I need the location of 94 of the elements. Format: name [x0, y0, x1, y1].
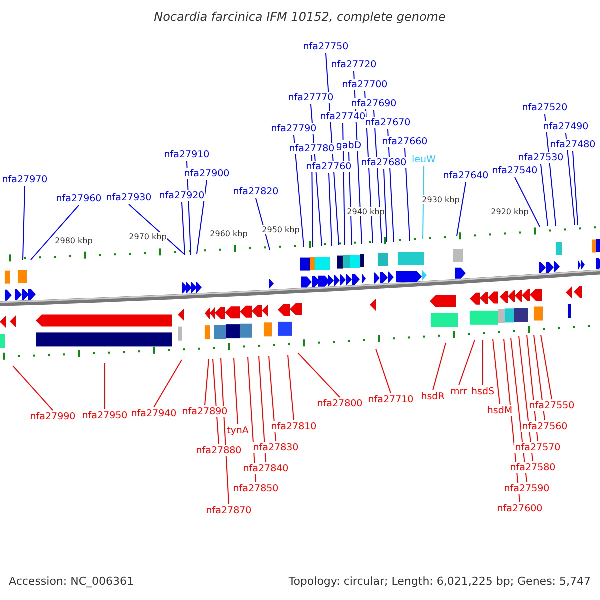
gene-label: tynA: [226, 426, 250, 436]
leader-line: [182, 202, 186, 256]
gene-label: nfa27940: [130, 408, 178, 420]
gene-label: nfa27710: [367, 394, 415, 406]
gene-label: nfa27480: [549, 140, 597, 150]
gene-label: nfa27760: [305, 162, 353, 172]
scale-label: 2940 kbp: [347, 208, 385, 216]
scale-label: 2980 kbp: [55, 236, 93, 246]
gene-label: nfa27970: [1, 174, 49, 186]
gene-label: nfa27570: [514, 442, 562, 454]
leader-line: [196, 180, 208, 254]
leader-line: [212, 358, 220, 445]
scale-label: 2930 kbp: [422, 196, 460, 204]
gene-label: nfa27590: [503, 484, 551, 494]
title: Nocardia farcinica IFM 10152, complete genome: [153, 10, 447, 24]
gene-label: hsdR: [420, 392, 446, 402]
gene-label: nfa27700: [341, 80, 389, 90]
leader-line: [220, 358, 230, 505]
gene-label: nfa27890: [181, 406, 229, 418]
gene-label: nfa27930: [105, 192, 153, 204]
gene-label: nfa27720: [330, 60, 378, 70]
leader-line: [154, 360, 182, 408]
leader-line: [572, 151, 578, 226]
leader-line: [432, 342, 446, 391]
gene-label: nfa27530: [517, 152, 565, 164]
gene-label: nfa27640: [442, 170, 490, 182]
footer-text: Topology: circular; Length: 6,021,225 bp; Genes: 5,747: [288, 575, 591, 588]
gene-label: nfa27540: [491, 166, 539, 176]
gene-label: nfa27660: [381, 136, 429, 148]
gene-label: nfa27770: [287, 92, 335, 104]
leader-line: [234, 358, 238, 425]
leader-line: [30, 205, 80, 260]
leader-line: [12, 366, 54, 411]
leader-line: [534, 334, 546, 421]
scale-label: 2970 kbp: [129, 232, 167, 242]
leader-line: [298, 352, 340, 398]
scale-label: 2920 kbp: [491, 208, 529, 216]
gene-label: nfa27490: [542, 122, 590, 132]
scale-label: 2950 kbp: [262, 226, 300, 234]
gene-label: mrr: [450, 386, 468, 398]
gene-label: nfa27550: [528, 400, 576, 412]
leader-line: [540, 164, 548, 226]
leader-line: [312, 155, 314, 248]
leader-line: [492, 338, 500, 405]
gene-label: leuW: [411, 154, 437, 166]
leader-line: [288, 354, 294, 421]
leader-line: [128, 204, 184, 254]
gene-label: hsdS: [470, 386, 496, 398]
leader-line: [456, 182, 466, 236]
leader-line: [482, 340, 484, 386]
leader-line: [540, 334, 552, 400]
gene-label: nfa27780: [288, 144, 336, 154]
gene-label: hsdM: [486, 406, 514, 416]
gene-label: nfa27870: [205, 506, 253, 516]
leader-line: [22, 186, 26, 260]
gene-label: nfa27820: [232, 186, 280, 198]
leader-line: [204, 358, 210, 406]
gene-label: nfa27810: [270, 422, 318, 432]
leader-line: [268, 356, 276, 442]
scale-label: 2960 kbp: [210, 230, 248, 238]
gene-label: nfa27560: [521, 422, 569, 432]
leader-line: [566, 133, 576, 226]
leader-line: [514, 177, 540, 228]
leader-line: [104, 362, 106, 410]
gene-label: nfa27690: [350, 98, 398, 110]
leader-line: [422, 166, 424, 240]
gene-label: nfa27600: [496, 504, 544, 514]
gene-label: nfa27880: [195, 446, 243, 456]
gene-label: nfa27680: [360, 158, 408, 168]
leader-line: [376, 348, 392, 394]
gene-label: nfa27850: [232, 484, 280, 494]
gene-label: nfa27670: [364, 118, 412, 128]
gene-label: nfa27830: [252, 442, 300, 454]
gene-label: nfa27800: [316, 398, 364, 410]
gene-label: nfa27740: [319, 112, 367, 122]
leader-line: [384, 169, 388, 242]
leader-line: [258, 356, 266, 463]
gene-label: nfa27580: [509, 462, 557, 474]
gene-label: nfa27750: [302, 42, 350, 52]
gene-label: nfa27520: [521, 102, 569, 114]
gene-label: nfa27840: [242, 464, 290, 474]
leader-line: [458, 340, 476, 386]
footer-text: Accession: NC_006361: [9, 575, 134, 588]
gene-label: gabD: [335, 140, 363, 152]
leader-line: [294, 135, 304, 248]
leader-line: [328, 173, 332, 246]
gene-label: nfa27950: [81, 410, 129, 422]
gene-label: nfa27990: [29, 412, 77, 422]
gene-label: nfa27910: [163, 150, 211, 160]
leader-line: [404, 148, 410, 242]
gene-label: nfa27790: [270, 124, 318, 134]
gene-label: nfa27920: [158, 190, 206, 202]
gene-label: nfa27900: [183, 168, 231, 180]
gene-label: nfa27960: [55, 194, 103, 204]
